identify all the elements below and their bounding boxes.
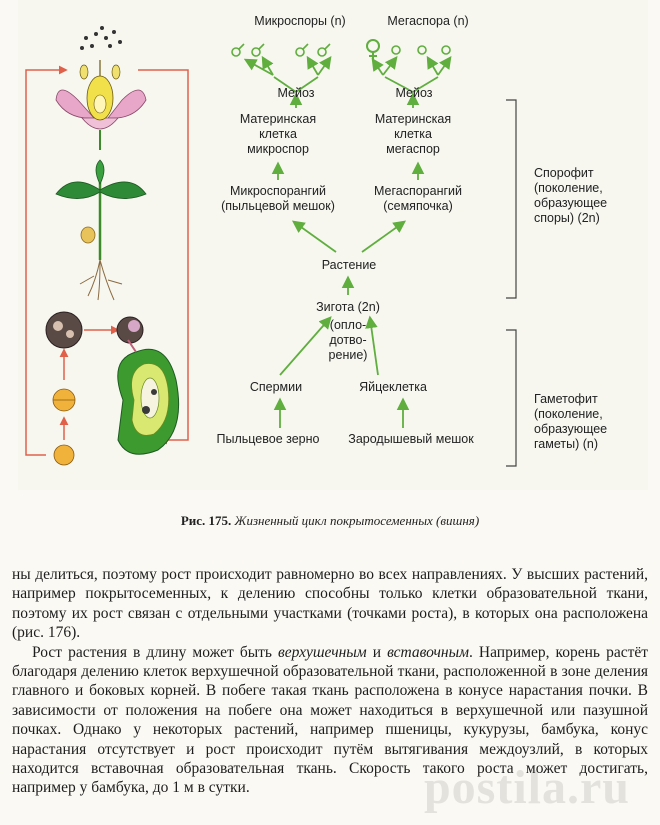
label-pollen: Пыльцевое зерно <box>216 432 320 446</box>
label-meiosis-right: Мейоз <box>395 86 433 100</box>
paragraph-2: Рост растения в длину может быть верхуше… <box>12 643 648 798</box>
label-megaspore: Мегаспора (n) <box>387 14 469 28</box>
caption-text: Жизненный цикл покрытосеменных (вишня) <box>234 513 480 528</box>
label-egg: Яйцеклетка <box>359 380 427 394</box>
scheme-arrows <box>243 55 452 428</box>
ovule-illustration <box>117 339 180 455</box>
life-cycle-diagram <box>25 26 517 467</box>
figure-panel: Микроспоры (n) Мегаспора (n) Мейоз Мейоз… <box>18 0 648 490</box>
p2-part-e: . Например, корень растёт благодаря деле… <box>12 643 648 797</box>
p2-term-intercalary: вставочным <box>387 643 469 661</box>
label-microsporangium: Микроспорангий (пыльцевой мешок) <box>221 184 335 213</box>
label-sporophyte: Спорофит (поколение, образующее споры) (… <box>534 166 608 225</box>
p2-part-a: Рост растения в длину может быть <box>32 643 279 661</box>
paragraph-1: ны делиться, поэтому рост происходит рав… <box>12 566 648 642</box>
watermark: postila.ru <box>423 761 630 814</box>
label-fertilization: (опло- дотво- рение) <box>328 318 368 362</box>
label-mother-mega: Материнская клетка мегаспор <box>374 112 452 156</box>
label-embryo-sac: Зародышевый мешок <box>348 432 474 446</box>
dark-cell-illustration <box>45 311 144 349</box>
pollen-illustration <box>52 388 76 466</box>
label-zygote: Зигота (2n) <box>316 300 380 314</box>
label-microspores: Микроспоры (n) <box>254 14 346 28</box>
figure-caption: Рис. 175. Жизненный цикл покрытосеменных… <box>0 513 660 529</box>
label-sperm: Спермии <box>249 380 303 394</box>
brackets <box>506 99 517 467</box>
label-mother-micro: Материнская клетка микроспор <box>239 112 317 156</box>
flower-illustration <box>55 26 147 150</box>
p2-part-c: и <box>366 643 388 661</box>
gender-symbols <box>231 39 451 60</box>
caption-number: Рис. 175. <box>180 513 232 528</box>
label-meiosis-left: Мейоз <box>277 86 315 100</box>
seedling-illustration <box>55 159 147 301</box>
body-text: ны делиться, поэтому рост происходит рав… <box>12 565 648 798</box>
p2-term-apical: верхушечным <box>278 643 367 661</box>
label-gametophyte: Гаметофит (поколение, образующее гаметы)… <box>534 392 608 451</box>
label-plant: Растение <box>321 258 377 272</box>
label-megasporangium: Мегаспорангий (семяпочка) <box>373 184 463 213</box>
